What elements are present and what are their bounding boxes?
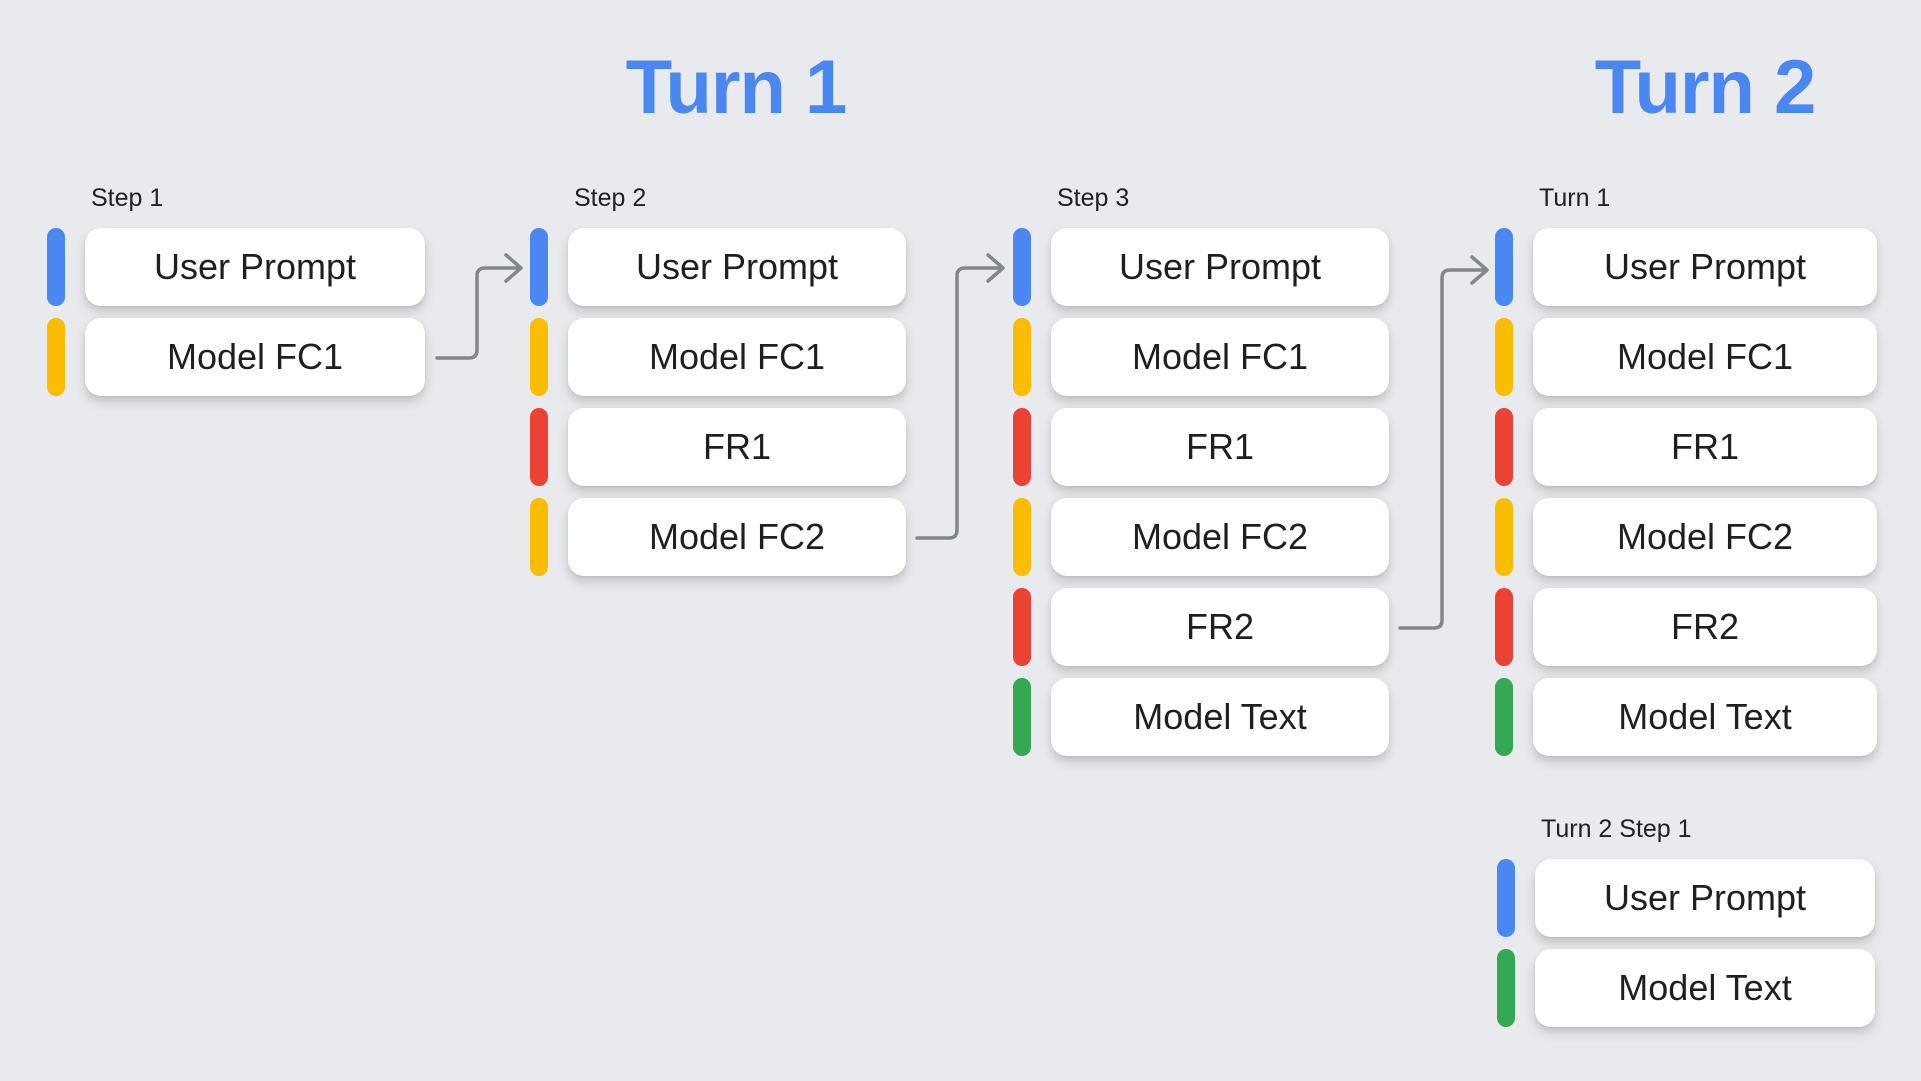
message-card-label: Model FC2 <box>1131 516 1309 557</box>
message-card: FR1 <box>1051 408 1389 486</box>
function-response-type-bar <box>530 408 548 486</box>
message-row: User Prompt <box>530 228 906 306</box>
message-row: Model Text <box>1495 678 1877 756</box>
message-card-label: Model FC2 <box>648 516 826 557</box>
message-card: Model FC1 <box>1533 318 1877 396</box>
arrow-step3-to-turn1 <box>1398 255 1489 630</box>
message-card-label: Model Text <box>1618 967 1792 1008</box>
model-fc-message-type-bar <box>530 318 548 396</box>
message-card-label: FR1 <box>1185 426 1254 467</box>
message-card-label: User Prompt <box>1603 877 1807 918</box>
message-row: Model FC1 <box>1495 318 1877 396</box>
function-response-type-bar <box>1013 588 1031 666</box>
model-fc-message-type-bar <box>1495 498 1513 576</box>
function-response-type-bar <box>1495 408 1513 486</box>
message-card-label: Model Text <box>1133 696 1307 737</box>
message-row: FR2 <box>1495 588 1877 666</box>
message-row: FR2 <box>1013 588 1389 666</box>
message-row: FR1 <box>530 408 906 486</box>
message-card-label: User Prompt <box>1118 246 1322 287</box>
message-row: Model FC2 <box>1495 498 1877 576</box>
title-turn-2: Turn 2 <box>1594 45 1817 130</box>
group-turn-2-step-1: Turn 2 Step 1 User Prompt Model Text <box>1497 815 1875 1039</box>
user-message-type-bar <box>1495 228 1513 306</box>
message-card: User Prompt <box>1535 859 1875 937</box>
message-row: FR1 <box>1495 408 1877 486</box>
message-card-label: Model FC1 <box>648 336 826 377</box>
user-message-type-bar <box>530 228 548 306</box>
message-card: User Prompt <box>1051 228 1389 306</box>
group-label: Step 1 <box>91 184 164 212</box>
user-message-type-bar <box>1497 859 1515 937</box>
message-card-label: FR1 <box>1670 426 1739 467</box>
group-label: Turn 2 Step 1 <box>1541 815 1692 843</box>
message-card-label: Model FC1 <box>1616 336 1794 377</box>
group-turn-1-history: Turn 1 User Prompt Model FC1 FR1 Model F… <box>1495 184 1877 768</box>
message-card: Model Text <box>1535 949 1875 1027</box>
message-row: User Prompt <box>47 228 425 306</box>
message-row: Model Text <box>1497 949 1875 1027</box>
message-row: Model FC1 <box>1013 318 1389 396</box>
message-row: User Prompt <box>1497 859 1875 937</box>
message-card: Model FC2 <box>1533 498 1877 576</box>
group-step-2: Step 2 User Prompt Model FC1 FR1 Model F… <box>530 184 906 588</box>
message-card-label: User Prompt <box>1603 246 1807 287</box>
message-card-label: Model FC1 <box>1131 336 1309 377</box>
message-card: Model Text <box>1051 678 1389 756</box>
model-fc-message-type-bar <box>47 318 65 396</box>
message-card: User Prompt <box>85 228 425 306</box>
message-row: Model FC2 <box>1013 498 1389 576</box>
arrow-step2-to-step3 <box>915 253 1005 540</box>
user-message-type-bar <box>47 228 65 306</box>
message-card-label: FR2 <box>1185 606 1254 647</box>
function-response-type-bar <box>1013 408 1031 486</box>
message-card: Model FC1 <box>568 318 906 396</box>
message-card: User Prompt <box>1533 228 1877 306</box>
message-card: FR1 <box>1533 408 1877 486</box>
message-card-label: User Prompt <box>635 246 839 287</box>
message-row: Model Text <box>1013 678 1389 756</box>
message-card: Model FC2 <box>1051 498 1389 576</box>
message-card-label: FR2 <box>1670 606 1739 647</box>
model-text-message-type-bar <box>1495 678 1513 756</box>
message-row: Model FC1 <box>530 318 906 396</box>
message-card: Model FC2 <box>568 498 906 576</box>
model-text-message-type-bar <box>1497 949 1515 1027</box>
model-fc-message-type-bar <box>1013 498 1031 576</box>
message-card: Model FC1 <box>85 318 425 396</box>
message-row: User Prompt <box>1495 228 1877 306</box>
message-card: FR1 <box>568 408 906 486</box>
message-card-label: User Prompt <box>153 246 357 287</box>
message-card: Model Text <box>1533 678 1877 756</box>
message-card: User Prompt <box>568 228 906 306</box>
message-row: User Prompt <box>1013 228 1389 306</box>
group-label: Step 3 <box>1057 184 1130 212</box>
group-label: Turn 1 <box>1539 184 1611 212</box>
message-card-label: Model FC2 <box>1616 516 1794 557</box>
message-card: FR2 <box>1533 588 1877 666</box>
function-response-type-bar <box>1495 588 1513 666</box>
model-text-message-type-bar <box>1013 678 1031 756</box>
group-label: Step 2 <box>574 184 647 212</box>
user-message-type-bar <box>1013 228 1031 306</box>
message-card: Model FC1 <box>1051 318 1389 396</box>
message-card-label: FR1 <box>702 426 771 467</box>
model-fc-message-type-bar <box>1013 318 1031 396</box>
model-fc-message-type-bar <box>1495 318 1513 396</box>
message-card-label: Model Text <box>1618 696 1792 737</box>
title-turn-1: Turn 1 <box>625 45 848 130</box>
message-row: Model FC2 <box>530 498 906 576</box>
message-row: FR1 <box>1013 408 1389 486</box>
group-step-1: Step 1 User Prompt Model FC1 <box>47 184 425 408</box>
model-fc-message-type-bar <box>530 498 548 576</box>
message-card: FR2 <box>1051 588 1389 666</box>
message-row: Model FC1 <box>47 318 425 396</box>
arrow-step1-to-step2 <box>435 253 523 360</box>
message-card-label: Model FC1 <box>166 336 344 377</box>
group-step-3: Step 3 User Prompt Model FC1 FR1 Model F… <box>1013 184 1389 768</box>
